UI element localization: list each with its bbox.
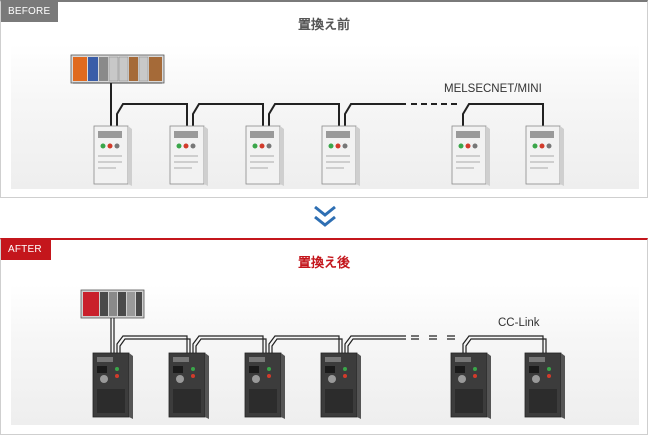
inverter-old	[169, 125, 208, 186]
inverter-old	[93, 125, 132, 186]
after-panel: AFTER 置換え後	[0, 238, 648, 435]
network-cable-after	[110, 318, 547, 356]
inverter-old	[525, 125, 564, 186]
inverter-new	[244, 352, 285, 419]
before-diagram: MELSECNET/MINI	[70, 54, 564, 186]
before-tag: BEFORE	[1, 2, 58, 22]
inverter-old	[245, 125, 284, 186]
network-cable-before	[110, 83, 544, 126]
inverter-old	[451, 125, 490, 186]
inverter-new	[320, 352, 361, 419]
inverter-new	[168, 352, 209, 419]
before-network-label: MELSECNET/MINI	[444, 83, 542, 95]
inverter-old	[321, 125, 360, 186]
inverter-new	[450, 352, 491, 419]
after-title: 置換え後	[297, 256, 350, 271]
double-chevron-down-icon	[314, 205, 336, 227]
plc-old	[70, 54, 165, 84]
after-diagram: CC-Link	[80, 289, 565, 419]
before-title: 置換え前	[297, 18, 350, 33]
inverter-new	[524, 352, 565, 419]
inverter-new	[92, 352, 133, 419]
before-panel: BEFORE 置換え前	[0, 0, 648, 198]
after-network-label: CC-Link	[498, 317, 540, 329]
plc-new	[80, 289, 145, 319]
after-tag: AFTER	[1, 240, 51, 260]
